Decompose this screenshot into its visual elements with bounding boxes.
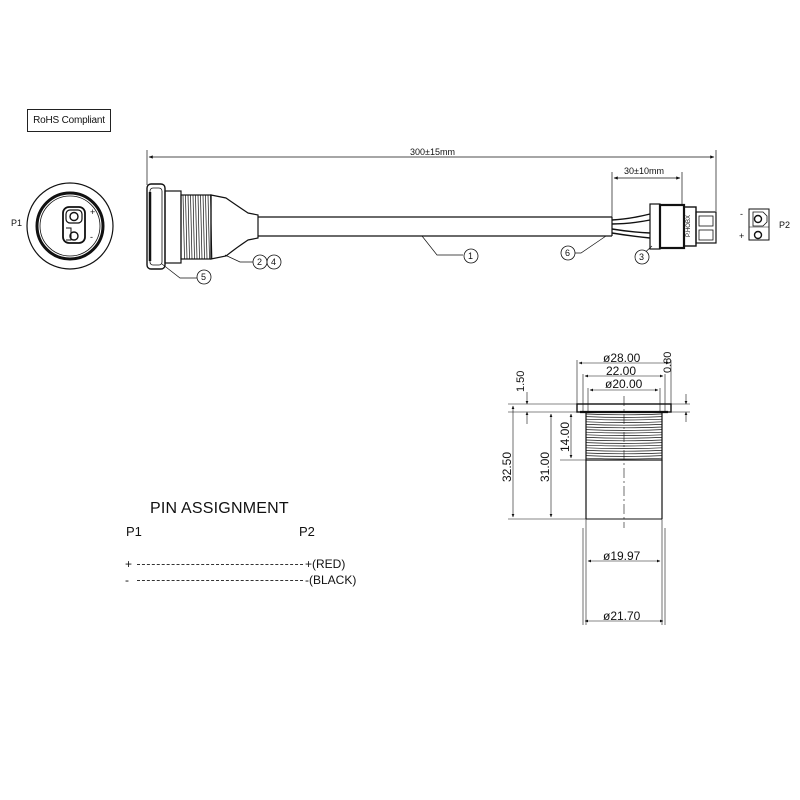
p2-minus-sign: - bbox=[740, 209, 743, 219]
p1-minus-sign: - bbox=[90, 232, 93, 242]
side-view-body bbox=[576, 396, 672, 528]
cable-assembly bbox=[146, 183, 717, 270]
p2-face-view bbox=[748, 208, 770, 241]
p1-label: P1 bbox=[11, 218, 23, 228]
callout-2: 2 bbox=[257, 257, 263, 267]
lead-length-label: 30±10mm bbox=[624, 166, 664, 176]
total-height-label: 32.50 bbox=[500, 451, 514, 482]
rohs-compliant-label: RoHS Compliant bbox=[27, 109, 111, 132]
pin-assignment-title: PIN ASSIGNMENT bbox=[150, 500, 289, 517]
callout-bubbles bbox=[196, 245, 650, 285]
flange-diameter-label: ø28.00 bbox=[603, 351, 641, 365]
pin-header-p2: P2 bbox=[299, 524, 315, 539]
pin-row-line bbox=[137, 564, 303, 566]
pin-row-p1: - bbox=[125, 573, 129, 587]
pin-row-p2: +(RED) bbox=[305, 557, 346, 571]
body-diameter-2-label: ø21.70 bbox=[603, 609, 641, 623]
thread-diameter-label: ø20.00 bbox=[605, 377, 643, 391]
body-diameter-1-label: ø19.97 bbox=[603, 549, 641, 563]
callout-1: 1 bbox=[468, 251, 474, 261]
side-view-dimensions bbox=[508, 360, 690, 625]
p2-plus-sign: + bbox=[739, 231, 745, 241]
callout-3: 3 bbox=[639, 252, 645, 262]
callout-6: 6 bbox=[565, 248, 571, 258]
pin-row-p2: -(BLACK) bbox=[305, 573, 357, 587]
overall-length-dimension bbox=[146, 150, 717, 217]
pin-row-line bbox=[137, 580, 303, 582]
p1-front-view bbox=[26, 182, 114, 270]
callout-leaders bbox=[161, 235, 653, 279]
body-height-label: 31.00 bbox=[538, 451, 552, 482]
p2-label: P2 bbox=[779, 220, 791, 230]
pin-row-p1: + bbox=[125, 557, 133, 571]
connector-marking: P.HOBX bbox=[686, 215, 692, 237]
callout-4: 4 bbox=[271, 257, 277, 267]
overall-length-label: 300±15mm bbox=[410, 147, 455, 157]
thread-width-label: 22.00 bbox=[606, 364, 637, 378]
p1-plus-sign: + bbox=[90, 207, 96, 217]
flange-thickness-label: 1.50 bbox=[515, 370, 527, 392]
pin-row-positive: + +(RED) bbox=[125, 557, 345, 571]
callout-5: 5 bbox=[201, 272, 207, 282]
pin-header-p1: P1 bbox=[126, 524, 142, 539]
flange-gap-label: 0.80 bbox=[662, 351, 674, 373]
pin-row-negative: - -(BLACK) bbox=[125, 573, 356, 587]
thread-height-label: 14.00 bbox=[558, 421, 572, 452]
